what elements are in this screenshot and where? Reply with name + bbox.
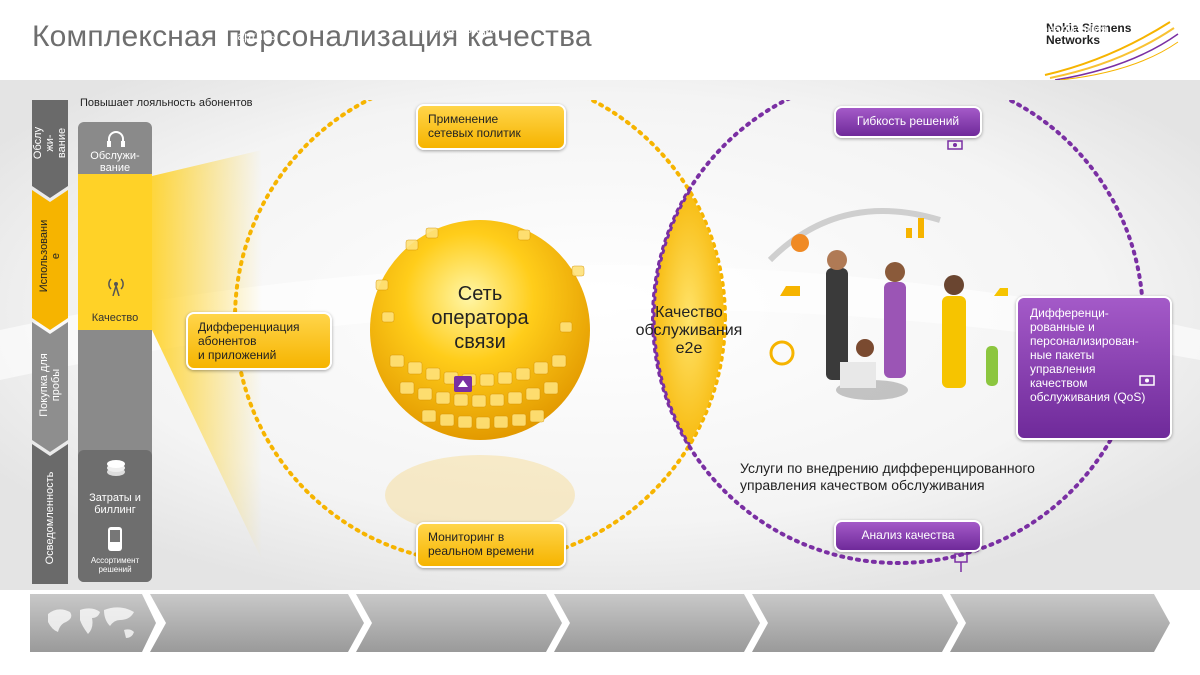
quality-analysis-pill[interactable]: Анализ качества [834,520,982,552]
logo-line-1: Nokia Siemens [1046,21,1132,35]
tab-usage[interactable]: Использовани е [32,196,68,316]
differentiation-pill[interactable]: Дифференциация абонентов и приложений [186,312,332,370]
gear-settings-icon [947,140,963,150]
page-title: Комплексная персонализация качества [32,20,592,53]
costs-label: Затраты и биллинг [89,492,141,516]
tab-awareness[interactable]: Осведомленность [32,450,68,586]
realtime-monitoring-pill[interactable]: Мониторинг в реальном времени [416,522,566,568]
phone-icon [108,527,122,551]
tab-usage-label: Использовани е [38,219,62,293]
logo-line-2: Networks [1046,33,1101,47]
network-policies-pill[interactable]: Применение сетевых политик [416,104,566,150]
quality-label: Качество [91,312,139,324]
e2e-quality-label: Качество обслуживания e2e [635,304,743,357]
clock-icon [791,234,809,252]
step-proactive[interactable]: Проактивный подход [616,15,692,43]
antenna-icon [108,278,124,296]
lifecycle-arrow [32,100,68,584]
step-integrity[interactable]: Целостность картины [219,15,291,43]
left-column-panel [78,122,152,582]
quality-block: Качество [78,270,152,330]
qos-icon [1139,375,1155,386]
signal-bars-icon [900,218,924,238]
world-map-icon [48,607,134,638]
company-logo: Nokia Siemens Networks [1046,22,1131,46]
loyalty-subtitle: Повышает лояльность абонентов [80,97,253,109]
customers-illustration [760,208,1008,400]
service-label: Обслужи- вание [90,150,140,174]
qos-packages-pill[interactable]: Дифференци- рованные и персонализирован-… [1016,296,1172,440]
venn-diagram [233,100,1145,565]
headset-icon [107,131,125,147]
tab-service-label: Обслу жи- вание [32,126,68,160]
at-sign-icon [769,340,795,366]
assortment-block: Ассортимент решений [78,526,152,578]
operator-network-label: Сеть оператора связи [431,283,529,353]
tab-trial-purchase-label: Покупка для пробы [38,353,62,417]
tab-service[interactable]: Обслу жи- вание [32,100,68,186]
services-description: Услуги по внедрению дифференцированного … [740,460,1035,493]
costs-block: Затраты и биллинг [78,458,152,518]
tab-trial-purchase[interactable]: Покупка для пробы [32,330,68,440]
sphere-reflection [385,455,575,535]
flexibility-pill[interactable]: Гибкость решений [834,106,982,138]
operator-sphere [370,220,590,440]
step-realtime-control[interactable]: Контроль в реальном времени [798,15,906,43]
tab-awareness-label: Осведомленность [44,471,56,565]
process-arrow-bar [30,594,1170,652]
step-personalization[interactable]: Персонализация [1012,22,1108,36]
sphere-tiles [375,227,585,430]
assortment-label: Ассортимент решений [90,556,140,574]
logo-swoosh-icon [1044,21,1179,80]
coins-icon [107,460,125,476]
step-automation[interactable]: Автоматизация [413,22,499,36]
service-block: Обслужи- вание [78,130,152,180]
overlap-lens [654,192,724,444]
analysis-tool-icon [954,553,968,572]
